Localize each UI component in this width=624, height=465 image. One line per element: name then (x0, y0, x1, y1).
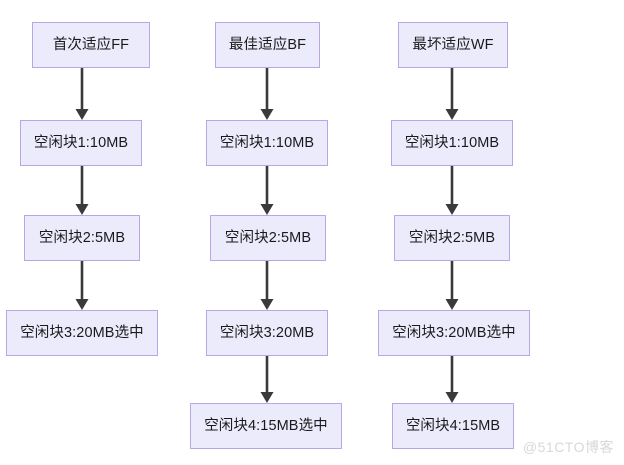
node-ff-head[interactable]: 首次适应FF (32, 22, 150, 68)
node-label: 首次适应FF (52, 36, 130, 53)
edge-ff-block1-to-ff-block2 (69, 166, 95, 215)
node-label: 空闲块1:10MB (219, 134, 315, 151)
edge-wf-block1-to-wf-block2 (439, 166, 465, 215)
node-label: 最佳适应BF (228, 36, 307, 53)
edge-wf-block3-to-wf-block4 (439, 356, 465, 403)
node-wf-head[interactable]: 最坏适应WF (398, 22, 508, 68)
node-label: 空闲块3:20MB选中 (392, 324, 516, 341)
node-label: 空闲块2:5MB (38, 229, 126, 246)
node-label: 空闲块4:15MB选中 (204, 417, 328, 434)
node-wf-block4[interactable]: 空闲块4:15MB (392, 403, 514, 449)
node-label: 空闲块1:10MB (404, 134, 500, 151)
edge-ff-block2-to-ff-block3 (69, 261, 95, 310)
node-label: 空闲块2:5MB (408, 229, 496, 246)
node-label: 空闲块2:5MB (224, 229, 312, 246)
node-wf-block2[interactable]: 空闲块2:5MB (394, 215, 510, 261)
edge-bf-block3-to-bf-block4 (254, 356, 280, 403)
node-bf-head[interactable]: 最佳适应BF (215, 22, 320, 68)
node-wf-block3[interactable]: 空闲块3:20MB选中 (378, 310, 530, 356)
edge-bf-block1-to-bf-block2 (254, 166, 280, 215)
node-label: 最坏适应WF (412, 36, 494, 53)
node-bf-block2[interactable]: 空闲块2:5MB (210, 215, 326, 261)
edge-bf-block2-to-bf-block3 (254, 261, 280, 310)
node-bf-block4[interactable]: 空闲块4:15MB选中 (190, 403, 342, 449)
node-label: 空闲块3:20MB (219, 324, 315, 341)
node-ff-block1[interactable]: 空闲块1:10MB (20, 120, 142, 166)
node-ff-block2[interactable]: 空闲块2:5MB (24, 215, 140, 261)
edge-wf-block2-to-wf-block3 (439, 261, 465, 310)
node-label: 空闲块4:15MB (405, 417, 501, 434)
edge-bf-head-to-bf-block1 (254, 68, 280, 120)
node-wf-block1[interactable]: 空闲块1:10MB (391, 120, 513, 166)
node-ff-block3[interactable]: 空闲块3:20MB选中 (6, 310, 158, 356)
node-label: 空闲块3:20MB选中 (20, 324, 144, 341)
node-label: 空闲块1:10MB (33, 134, 129, 151)
node-bf-block1[interactable]: 空闲块1:10MB (206, 120, 328, 166)
watermark: @51CTO博客 (522, 439, 614, 455)
node-bf-block3[interactable]: 空闲块3:20MB (206, 310, 328, 356)
edge-ff-head-to-ff-block1 (69, 68, 95, 120)
edge-wf-head-to-wf-block1 (439, 68, 465, 120)
